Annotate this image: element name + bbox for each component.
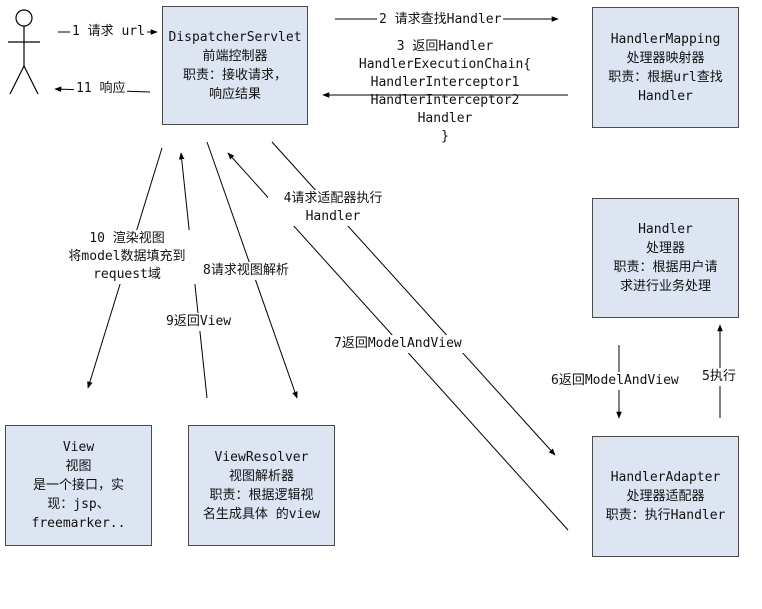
label-step4: 4请求适配器执行 Handler [268,190,398,226]
handler-adapter-box: HandlerAdapter 处理器适配器 职责：执行Handler [592,436,739,557]
label-step3-line1: 3 返回Handler [396,39,494,54]
view-duty-3: freemarker.. [31,516,126,531]
handler-adapter-subtitle: 处理器适配器 [626,489,705,504]
view-resolver-subtitle: 视图解析器 [228,468,294,484]
label-step5: 5执行 [700,368,738,386]
handler-box: Handler 处理器 职责：根据用户请 求进行业务处理 [592,198,739,318]
label-step3: 3 返回Handler HandlerExecutionChain{ Handl… [352,38,538,146]
label-step3-line3: HandlerInterceptor1 [370,74,520,92]
dispatcher-servlet-box: DispatcherServlet 前端控制器 职责：接收请求， 响应结果 [162,6,308,125]
handler-subtitle: 处理器 [645,241,685,256]
view-resolver-duty-1: 职责：根据逻辑视 [209,487,314,503]
label-step4-line2: Handler [305,209,361,224]
label-step10-line1: 10 渲染视图 [89,231,165,246]
label-step10-line2: 将model数据填充到 [68,249,186,264]
label-step7: 7返回ModelAndView [332,335,464,353]
label-step3-line4: HandlerInterceptor2 [370,93,520,108]
view-resolver-title: ViewResolver [214,449,309,465]
view-title: View [62,440,95,455]
label-step3-line5: Handler [417,111,473,126]
handler-mapping-title: HandlerMapping [610,31,721,47]
label-step2: 2 请求查找Handler [377,11,504,29]
arrow-step4 [271,141,556,456]
label-step10: 10 渲染视图 将model数据填充到 request域 [52,230,202,284]
view-resolver-box: ViewResolver 视图解析器 职责：根据逻辑视 名生成具体 的view [188,425,335,546]
user-actor-icon [8,9,40,95]
view-resolver-duty-2: 名生成具体 的view [202,506,321,522]
label-step3-line2: HandlerExecutionChain{ [358,57,532,72]
label-step11: 11 响应 [74,80,128,98]
dispatcher-duty-2: 响应结果 [208,86,261,102]
view-duty-2: 现：jsp、 [47,497,110,512]
label-step8: 8请求视图解析 [201,262,291,280]
view-subtitle: 视图 [65,459,92,474]
label-step1: 1 请求 url [70,23,147,41]
dispatcher-duty-1: 职责：接收请求， [182,67,287,83]
handler-title: Handler [638,222,693,237]
handler-mapping-box: HandlerMapping 处理器映射器 职责：根据url查找 Handler [592,7,739,128]
view-box: View 视图 是一个接口，实 现：jsp、 freemarker.. [5,425,152,546]
dispatcher-title: DispatcherServlet [168,29,302,45]
label-step10-line3: request域 [93,267,161,282]
handler-duty-2: 求进行业务处理 [619,279,711,294]
view-duty-1: 是一个接口，实 [32,478,124,493]
label-step3-line6: } [441,129,449,144]
handler-adapter-duty: 职责：执行Handler [605,508,726,523]
handler-mapping-duty-1: 职责：根据url查找 [608,69,723,85]
label-step6: 6返回ModelAndView [549,372,681,390]
handler-duty-1: 职责：根据用户请 [613,260,718,275]
label-step4-line1: 4请求适配器执行 [283,191,383,206]
handler-adapter-title: HandlerAdapter [610,470,721,485]
dispatcher-subtitle: 前端控制器 [202,48,268,64]
label-step9: 9返回View [164,313,234,331]
handler-mapping-subtitle: 处理器映射器 [626,50,705,66]
handler-mapping-duty-2: Handler [638,88,693,104]
